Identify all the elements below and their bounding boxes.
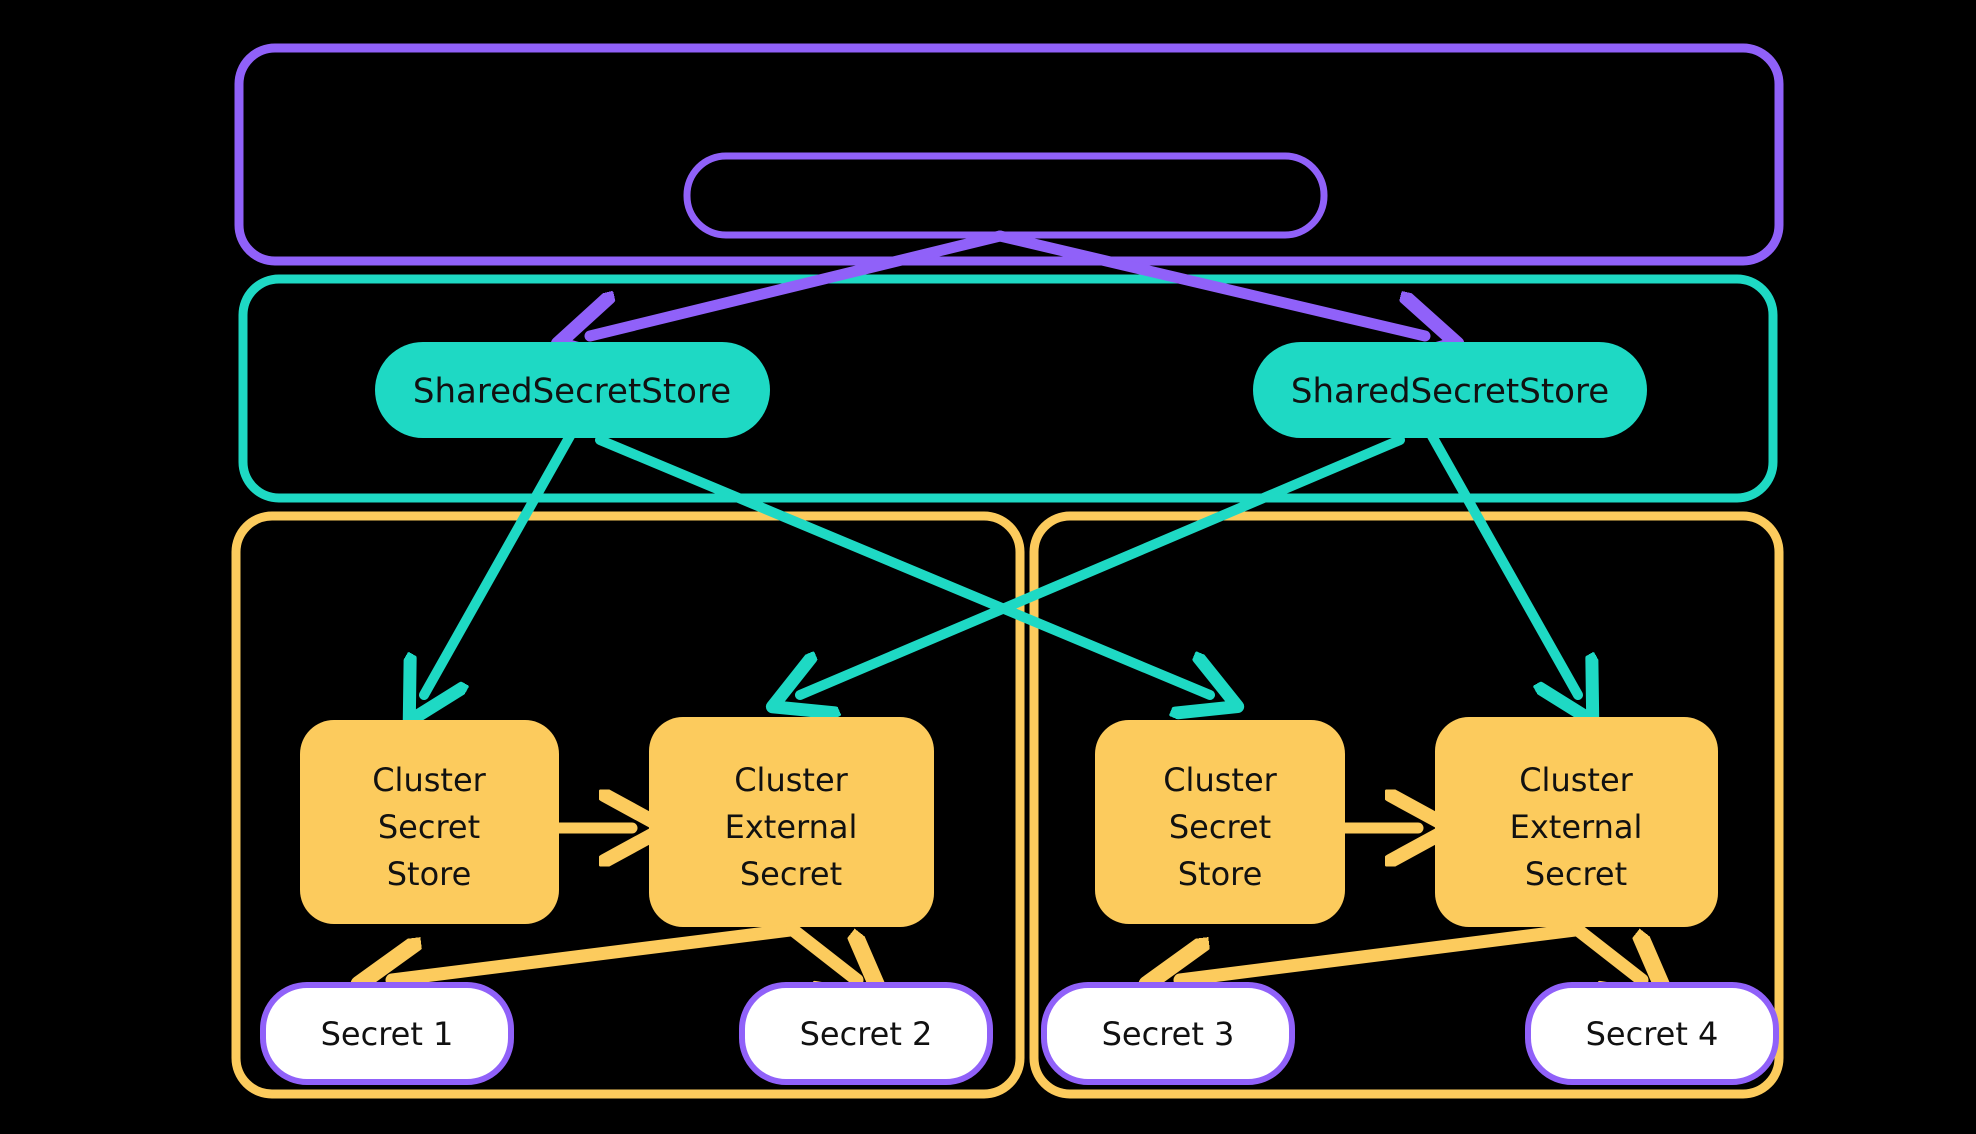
cluster-external-secret-left-label-line3: Secret (740, 855, 842, 893)
cluster-secret-store-right-label-line2: Secret (1169, 808, 1271, 846)
edge-operator-to-shared-store-left (590, 230, 1006, 336)
secret-4-label: Secret 4 (1586, 1015, 1719, 1053)
cluster-external-secret-left-node[interactable]: Cluster External Secret (649, 717, 934, 927)
edge-ces-right-to-secret-3 (1180, 923, 1582, 980)
shared-secret-store-right-shape[interactable] (1253, 342, 1647, 438)
edge-shared-right-to-cluster-external-secret-right (1427, 431, 1578, 695)
cluster-external-secret-left-label-line2: External (725, 808, 858, 846)
shared-secret-store-left-shape[interactable] (375, 342, 770, 438)
cluster-external-secret-right-label-line2: External (1510, 808, 1643, 846)
secret-2-node[interactable]: Secret 2 (739, 982, 993, 1085)
cluster-secret-store-left-label-line3: Store (387, 855, 472, 893)
orange-container-right (1029, 511, 1784, 1099)
cluster-secret-store-left-shape[interactable] (300, 720, 559, 924)
secret-1-shape[interactable] (260, 982, 514, 1085)
secret-4-shape[interactable] (1525, 982, 1779, 1085)
shared-secret-store-left-label: SharedSecretStore (413, 372, 731, 412)
edge-shared-left-to-cluster-secret-store-right (595, 435, 1210, 695)
edge-operator-to-shared-store-right (994, 230, 1425, 336)
secret-2-shape[interactable] (739, 982, 993, 1085)
cluster-secret-store-left-label-line1: Cluster (372, 761, 486, 799)
secret-2-label: Secret 2 (800, 1015, 933, 1053)
edge-shared-left-to-cluster-secret-store-left (424, 431, 575, 695)
secret-3-label: Secret 3 (1102, 1015, 1235, 1053)
cluster-external-secret-right-label-line1: Cluster (1519, 761, 1633, 799)
cluster-secret-store-right-shape[interactable] (1095, 720, 1345, 924)
edge-ces-left-to-secret-1 (392, 923, 797, 980)
secret-1-node[interactable]: Secret 1 (260, 982, 514, 1085)
cluster-external-secret-right-shape[interactable] (1435, 717, 1718, 927)
cluster-secret-store-right-node[interactable]: Cluster Secret Store (1095, 720, 1345, 924)
shared-secret-store-right-label: SharedSecretStore (1291, 372, 1609, 412)
cluster-secret-store-left-label-line2: Secret (378, 808, 480, 846)
orange-container-left (231, 511, 1025, 1099)
secret-1-label: Secret 1 (321, 1015, 454, 1053)
shared-secret-store-left-node[interactable]: SharedSecretStore (375, 342, 770, 438)
shared-secret-store-right-node[interactable]: SharedSecretStore (1253, 342, 1647, 438)
secret-3-node[interactable]: Secret 3 (1041, 982, 1295, 1085)
operator-node[interactable] (683, 152, 1328, 239)
edge-ces-left-to-secret-2 (786, 923, 857, 980)
operator-node-shape[interactable] (683, 152, 1328, 239)
cluster-secret-store-left-node[interactable]: Cluster Secret Store (300, 720, 559, 924)
cluster-external-secret-left-label-line1: Cluster (734, 761, 848, 799)
secret-3-shape[interactable] (1041, 982, 1295, 1085)
cluster-external-secret-left-shape[interactable] (649, 717, 934, 927)
cluster-secret-store-right-label-line3: Store (1178, 855, 1263, 893)
cluster-external-secret-right-label-line3: Secret (1525, 855, 1627, 893)
secret-4-node[interactable]: Secret 4 (1525, 982, 1779, 1085)
outer-purple-container (234, 43, 1784, 266)
teal-container (238, 274, 1778, 503)
cluster-secret-store-right-label-line1: Cluster (1163, 761, 1277, 799)
edge-shared-right-to-cluster-external-secret-left (800, 435, 1405, 695)
cluster-external-secret-right-node[interactable]: Cluster External Secret (1435, 717, 1718, 927)
edge-ces-right-to-secret-4 (1571, 923, 1642, 980)
